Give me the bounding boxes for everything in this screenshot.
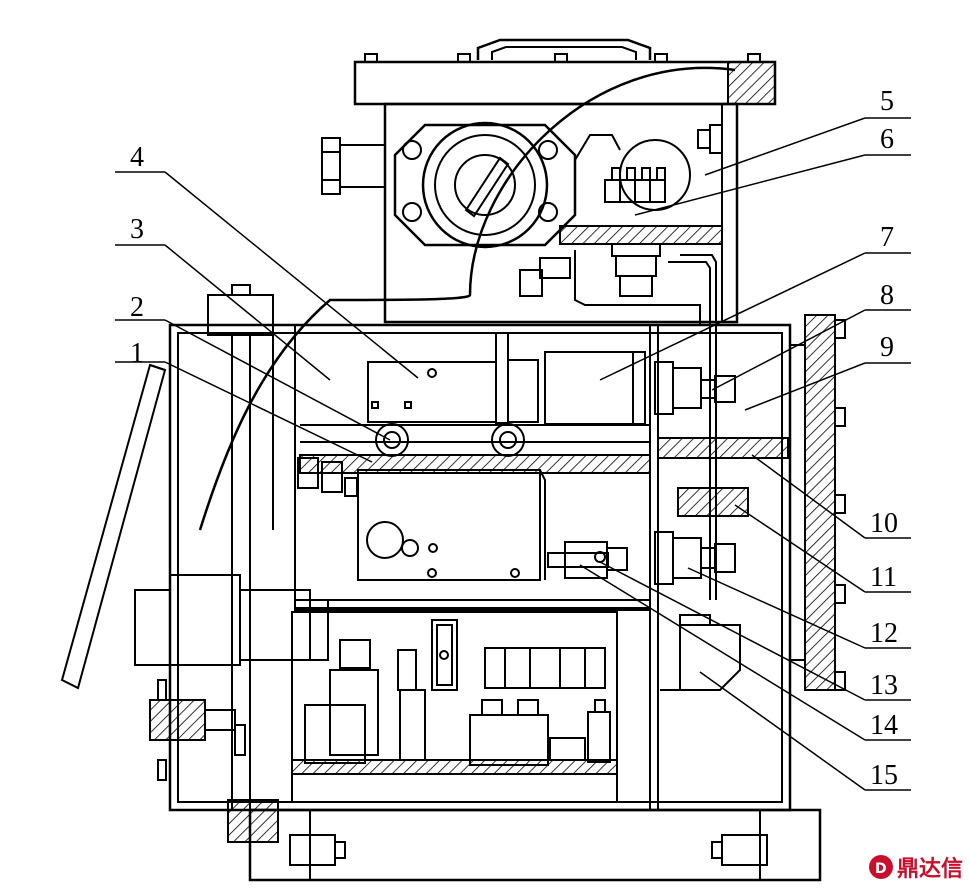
leader-lines [115, 117, 911, 791]
part-labels: 1 2 3 4 5 6 7 8 9 10 11 12 13 14 15 [130, 86, 898, 791]
watermark-text: 鼎达信 [897, 856, 963, 882]
watermark: D 鼎达信 [869, 855, 963, 882]
label-2: 2 [130, 292, 144, 323]
svg-text:D: D [875, 861, 887, 877]
label-8: 8 [880, 280, 894, 311]
label-13: 13 [870, 670, 898, 701]
label-9: 9 [880, 332, 894, 363]
drawing-body [60, 38, 911, 882]
label-6: 6 [880, 124, 894, 155]
top-housing [198, 38, 777, 600]
base [248, 808, 822, 882]
lower-electronics [291, 611, 618, 803]
label-4: 4 [130, 142, 144, 173]
label-5: 5 [880, 86, 894, 117]
label-15: 15 [870, 760, 898, 791]
label-10: 10 [870, 508, 898, 539]
inner-frame [294, 324, 651, 611]
label-11: 11 [870, 562, 897, 593]
label-7: 7 [880, 222, 894, 253]
watermark-logo-icon [869, 855, 893, 879]
label-1: 1 [130, 338, 144, 369]
label-3: 3 [130, 214, 144, 245]
label-14: 14 [870, 710, 898, 741]
label-12: 12 [870, 618, 898, 649]
